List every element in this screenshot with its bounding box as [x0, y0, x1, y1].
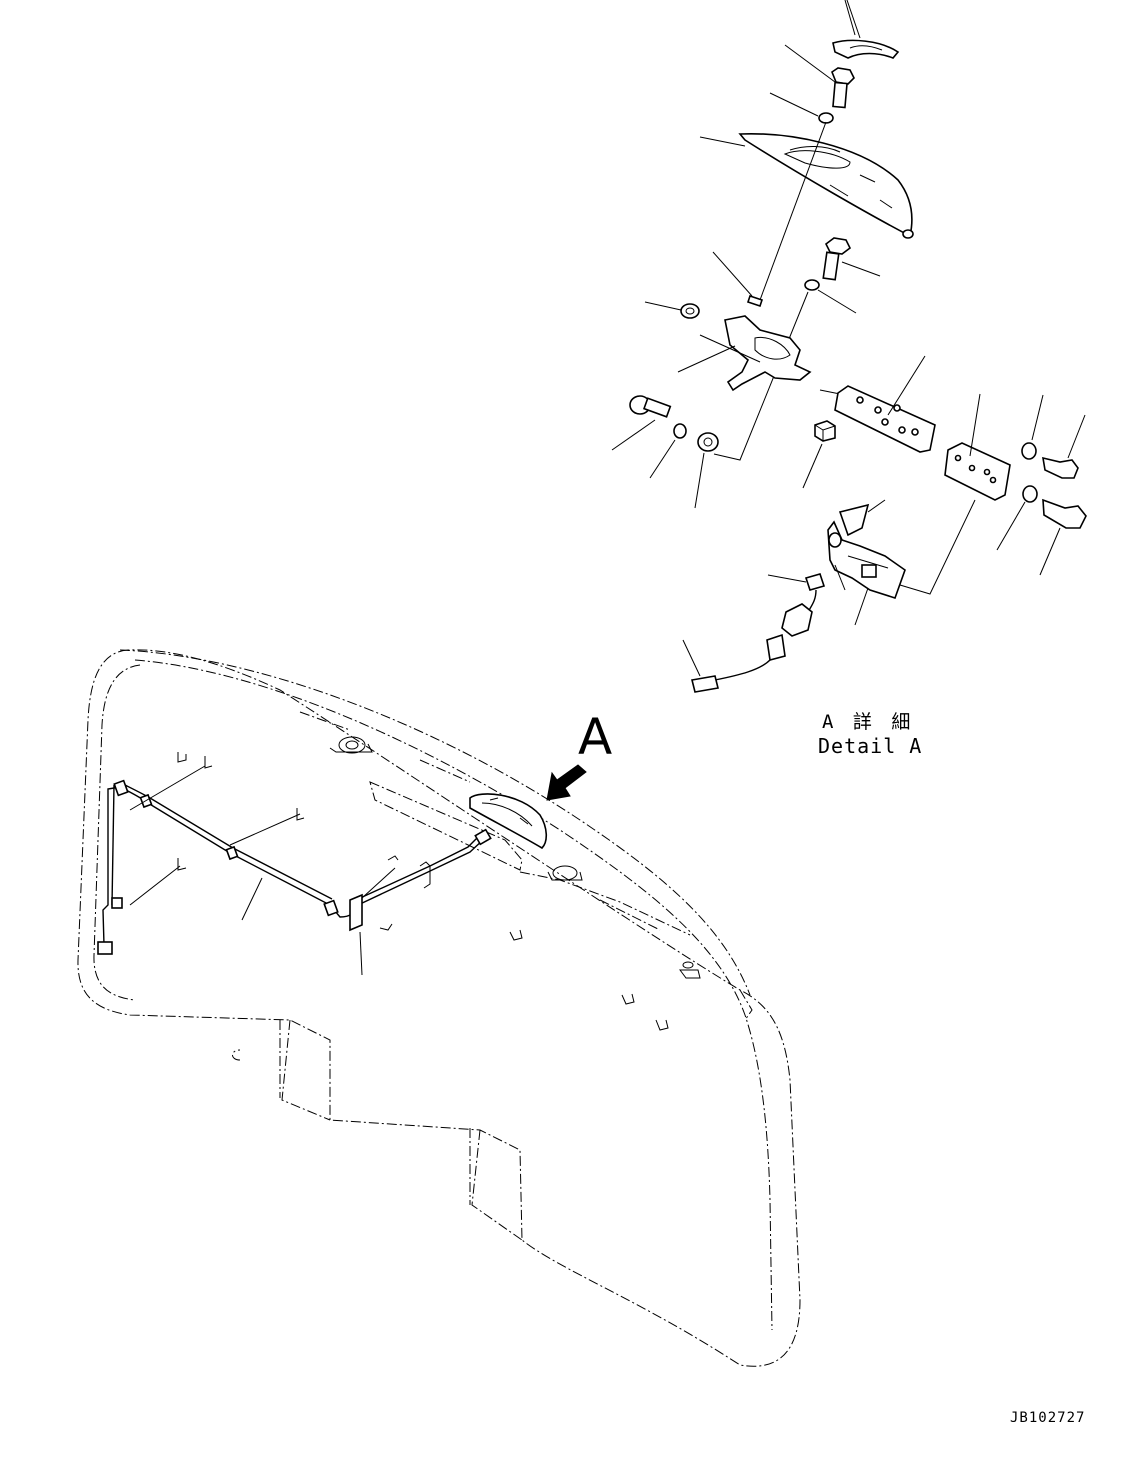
detail-a-hinge-plate	[834, 355, 936, 453]
panel-outline	[77, 649, 801, 1367]
detail-a-leader-lines	[844, 0, 856, 36]
wiring-harness	[97, 752, 669, 1031]
detail-a-left-bolt	[611, 395, 719, 509]
detail-a-bolt-middle	[804, 237, 881, 314]
detail-caption-japanese: A 詳 細	[822, 711, 915, 733]
panel-lamp	[469, 793, 548, 850]
detail-a-lamp-cover-top	[832, 0, 900, 59]
detail-caption-english: Detail A	[818, 734, 923, 758]
detail-a-bolt-top	[769, 44, 855, 124]
detail-a-hinge-bracket	[944, 393, 1011, 501]
panel-leader-lines	[129, 765, 396, 976]
detail-a-small-clip	[712, 251, 764, 308]
view-arrow	[546, 764, 587, 801]
detail-a-cube-spacer	[802, 420, 836, 489]
detail-a-lamp-shade	[699, 133, 914, 239]
drawing-number: JB102727	[1010, 1410, 1086, 1426]
detail-a-bracket	[644, 301, 812, 392]
detail-a-right-bolts	[996, 394, 1087, 576]
detail-a-switch-assembly	[682, 499, 906, 693]
view-arrow-label: A	[578, 708, 613, 766]
